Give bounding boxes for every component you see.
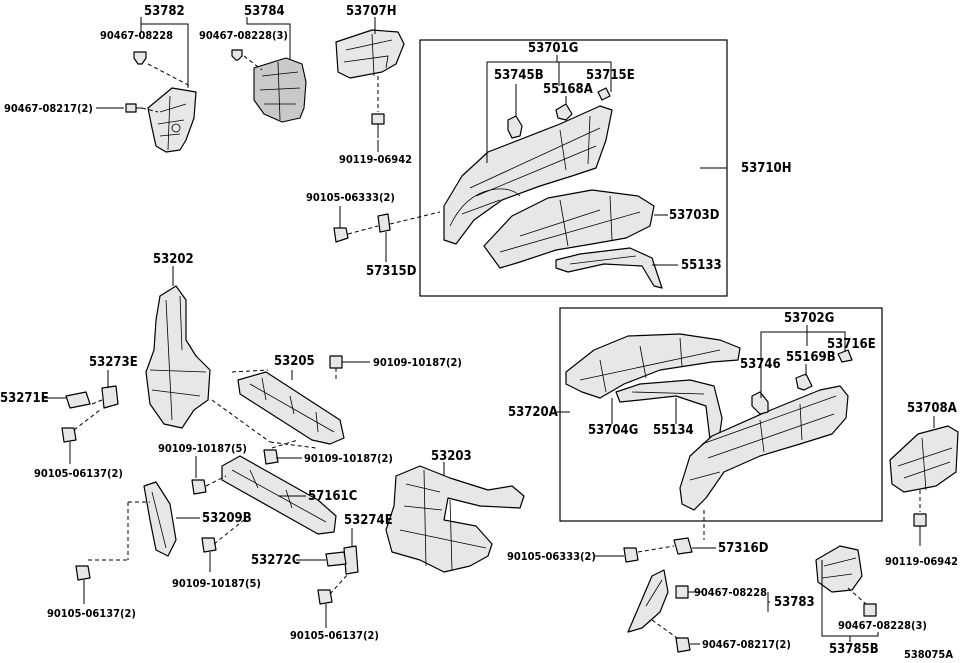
bracket-55168A-shape bbox=[555, 103, 573, 121]
label-53209B: 53209B bbox=[202, 511, 252, 526]
label-53272C: 53272C bbox=[251, 553, 300, 568]
part-53203-shape bbox=[385, 465, 525, 573]
label-53720A: 53720A bbox=[508, 405, 558, 420]
label-53707H: 53707H bbox=[346, 4, 396, 19]
part-53707H-shape bbox=[335, 29, 405, 79]
label-53704G: 53704G bbox=[588, 423, 638, 438]
label-90119-06942: 90119-06942 bbox=[885, 555, 958, 568]
label-90467-08228: 90467-08228 bbox=[100, 29, 173, 42]
label-90105-06137-2: 90105-06137(2) bbox=[34, 467, 123, 480]
group-box-53720A bbox=[559, 307, 883, 522]
label-90109-10187-2: 90109-10187(2) bbox=[373, 356, 462, 369]
diagram-id: 538075A bbox=[904, 648, 953, 661]
label-53274E: 53274E bbox=[344, 513, 393, 528]
label-53708A: 53708A bbox=[907, 401, 957, 416]
bracket-53272C-shape bbox=[325, 551, 347, 567]
part-53205-shape bbox=[237, 371, 345, 445]
label-53785B: 53785B bbox=[829, 642, 879, 657]
label-53703D: 53703D bbox=[669, 208, 720, 223]
part-53702G-shape bbox=[679, 385, 849, 511]
label-53716E: 53716E bbox=[827, 337, 876, 352]
bracket-53745B-shape bbox=[507, 115, 523, 139]
label-90467-08228-3: 90467-08228(3) bbox=[199, 29, 288, 42]
bolt-icon bbox=[675, 637, 691, 653]
label-90105-06137-2: 90105-06137(2) bbox=[290, 629, 379, 642]
part-57161C-shape bbox=[221, 455, 337, 535]
part-53708A-shape bbox=[889, 425, 959, 493]
nut-57316D-shape bbox=[673, 537, 693, 555]
bolt-icon bbox=[863, 603, 877, 617]
bolt-icon bbox=[623, 547, 639, 563]
bolt-icon bbox=[333, 227, 349, 243]
label-53271E: 53271E bbox=[0, 391, 49, 406]
part-55133-shape bbox=[555, 247, 663, 289]
bolt-icon bbox=[329, 355, 343, 369]
label-57161C: 57161C bbox=[308, 489, 357, 504]
bracket-53271E-shape bbox=[65, 391, 91, 409]
bolt-icon bbox=[675, 585, 689, 599]
label-90105-06333-2: 90105-06333(2) bbox=[507, 550, 596, 563]
bolt-icon bbox=[75, 565, 91, 581]
label-55134: 55134 bbox=[653, 423, 694, 438]
label-53202: 53202 bbox=[153, 252, 194, 267]
bolt-icon bbox=[201, 537, 217, 553]
bolt-icon bbox=[317, 589, 333, 605]
bolt-icon bbox=[263, 449, 279, 465]
label-53784: 53784 bbox=[244, 4, 285, 19]
label-53205: 53205 bbox=[274, 354, 315, 369]
part-53710H-shape bbox=[443, 105, 613, 245]
label-53273E: 53273E bbox=[89, 355, 138, 370]
label-90105-06333-2: 90105-06333(2) bbox=[306, 191, 395, 204]
label-90467-08228: 90467-08228 bbox=[694, 586, 767, 599]
bolt-icon bbox=[61, 427, 77, 443]
label-90467-08228-3: 90467-08228(3) bbox=[838, 619, 927, 632]
bracket-53274E-shape bbox=[343, 545, 359, 575]
label-55133: 55133 bbox=[681, 258, 722, 273]
label-57316D: 57316D bbox=[718, 541, 769, 556]
label-90467-08217-2: 90467-08217(2) bbox=[4, 102, 93, 115]
part-53783-shape bbox=[627, 569, 669, 633]
part-53704G-shape bbox=[565, 333, 741, 399]
label-90109-10187-5: 90109-10187(5) bbox=[158, 442, 247, 455]
bolt-icon bbox=[913, 513, 927, 546]
label-55168A: 55168A bbox=[543, 82, 593, 97]
label-53702G: 53702G bbox=[784, 311, 834, 326]
clip-icon bbox=[231, 49, 243, 61]
part-53703D-shape bbox=[483, 189, 655, 269]
label-90109-10187-5: 90109-10187(5) bbox=[172, 577, 261, 590]
clip-icon bbox=[133, 51, 147, 65]
label-53745B: 53745B bbox=[494, 68, 544, 83]
label-90119-06942: 90119-06942 bbox=[339, 153, 412, 166]
label-55169B: 55169B bbox=[786, 350, 836, 365]
label-53710H: 53710H bbox=[741, 161, 791, 176]
bracket-53746-shape bbox=[751, 391, 769, 415]
bracket-55169B-shape bbox=[795, 373, 813, 391]
leader bbox=[140, 17, 189, 88]
part-53782-shape bbox=[147, 87, 197, 153]
label-53783: 53783 bbox=[774, 595, 815, 610]
label-57315D: 57315D bbox=[366, 264, 417, 279]
part-53202-shape bbox=[145, 285, 211, 429]
label-53782: 53782 bbox=[144, 4, 185, 19]
label-53701G: 53701G bbox=[528, 41, 578, 56]
label-53203: 53203 bbox=[431, 449, 472, 464]
bolt-icon bbox=[125, 103, 142, 113]
part-53785B-shape bbox=[815, 545, 863, 593]
label-90467-08217-2: 90467-08217(2) bbox=[702, 638, 791, 651]
bracket-53273E-shape bbox=[101, 385, 119, 409]
label-53746: 53746 bbox=[740, 357, 781, 372]
label-53715E: 53715E bbox=[586, 68, 635, 83]
label-90109-10187-2: 90109-10187(2) bbox=[304, 452, 393, 465]
bolt-icon bbox=[371, 113, 385, 138]
part-53784-shape bbox=[253, 57, 307, 123]
clip-53715E-shape bbox=[597, 87, 611, 101]
part-53209B-shape bbox=[143, 481, 177, 557]
nut-57315D-shape bbox=[377, 213, 391, 233]
label-90105-06137-2: 90105-06137(2) bbox=[47, 607, 136, 620]
bolt-icon bbox=[191, 479, 207, 495]
